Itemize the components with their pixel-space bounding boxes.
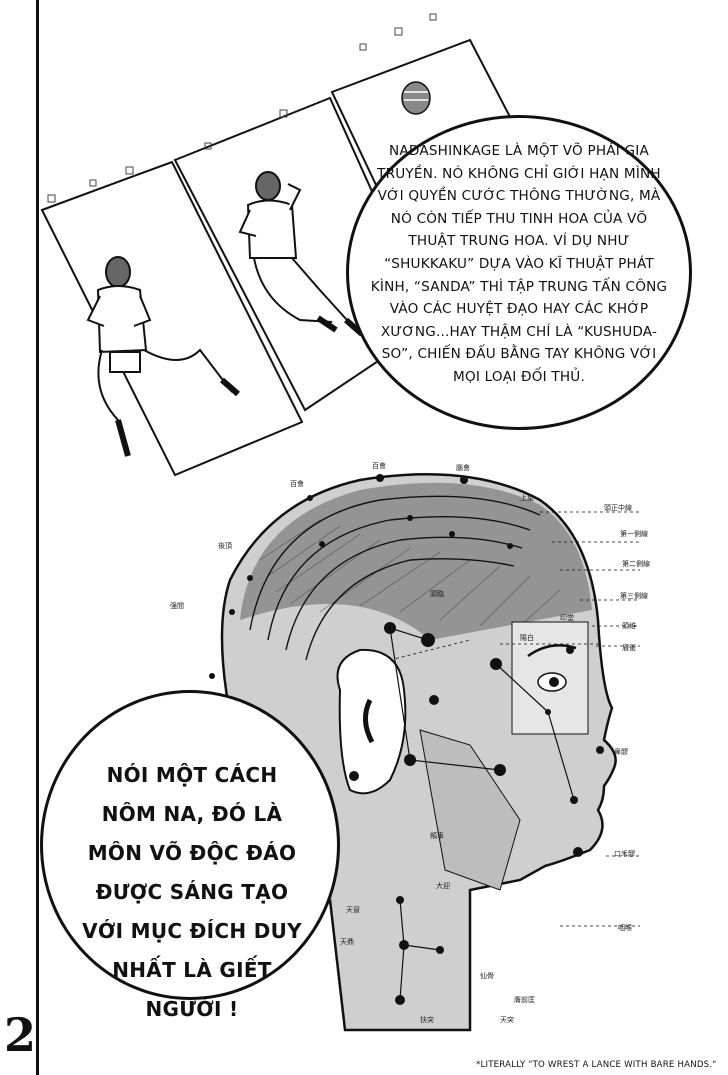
helmet-figure (401, 81, 431, 115)
svg-text:上星: 上星 (520, 493, 534, 502)
svg-text:口禾髎: 口禾髎 (614, 850, 635, 858)
svg-text:天突: 天突 (500, 1015, 514, 1024)
speech-bubble-left (40, 690, 340, 1000)
martial-artist-figure-2 (238, 171, 364, 337)
martial-artist-figure-1 (86, 256, 240, 457)
svg-text:腦會: 腦會 (456, 463, 470, 472)
page-number: 2 (4, 1008, 37, 1062)
svg-text:眉衝: 眉衝 (622, 643, 636, 652)
svg-text:第二側線: 第二側線 (622, 559, 650, 568)
svg-text:天窗: 天窗 (346, 905, 360, 914)
speech-bubble-left-text: Nói một cách nôm na, đó là môn võ độc đá… (82, 763, 302, 1021)
svg-text:頭維: 頭維 (622, 621, 636, 630)
svg-text:第三側線: 第三側線 (620, 591, 648, 600)
svg-text:大迎: 大迎 (436, 881, 450, 890)
page-margin-line (36, 0, 39, 1075)
svg-text:鼻髎: 鼻髎 (614, 747, 628, 756)
svg-text:仙骨: 仙骨 (480, 971, 494, 980)
svg-text:天鼎: 天鼎 (340, 938, 354, 946)
svg-text:膺前匡: 膺前匡 (514, 995, 535, 1004)
svg-text:咽喉: 咽喉 (618, 923, 632, 932)
svg-text:扶突: 扶突 (420, 1015, 434, 1024)
speech-bubble-top (346, 115, 692, 430)
svg-text:頰車: 頰車 (430, 831, 444, 840)
svg-text:百會: 百會 (372, 461, 386, 470)
svg-text:百會: 百會 (290, 479, 304, 488)
speech-bubble-top-text: Nadashinkage là một võ phái gia truyền. … (370, 143, 668, 385)
svg-text:頭正中線: 頭正中線 (604, 503, 632, 512)
svg-text:强間: 强間 (170, 602, 184, 610)
footnote: *Literally "to wrest a lance with bare h… (476, 1060, 717, 1070)
svg-text:陽白: 陽白 (520, 633, 534, 642)
svg-text:第一側線: 第一側線 (620, 529, 648, 538)
svg-text:後頂: 後頂 (218, 541, 232, 550)
svg-text:頭臨: 頭臨 (430, 589, 444, 598)
svg-text:印堂: 印堂 (560, 613, 574, 622)
